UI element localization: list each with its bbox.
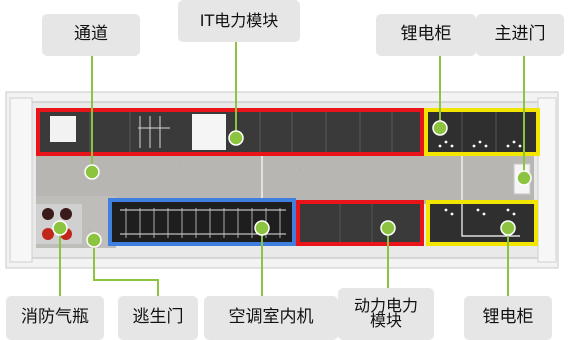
it-power-module-cabinets	[40, 112, 420, 152]
label-it-power-module: IT电力模块	[178, 0, 300, 42]
label-fire-extinguisher: 消防气瓶	[6, 296, 104, 340]
dot-battery-top	[432, 120, 448, 136]
label-passage: 通道	[42, 14, 140, 56]
battery-cabinet-bottom-outline	[426, 200, 538, 246]
label-battery-cabinet-top-text: 锂电柜	[400, 24, 452, 45]
power-module-cabinets	[300, 204, 420, 242]
dot-main-door	[516, 170, 532, 186]
left-end-frame	[9, 97, 33, 263]
dot-escape	[86, 232, 102, 248]
label-power-module: 动力电力 模块	[338, 288, 434, 340]
leader-escape	[93, 240, 159, 296]
label-battery-cabinet-top: 锂电柜	[376, 14, 476, 56]
power-module-outline	[296, 200, 424, 246]
label-battery-cabinet-bottom-text: 锂电柜	[482, 307, 534, 328]
leader-lines	[59, 42, 525, 296]
label-escape-door-text: 逃生门	[132, 307, 184, 328]
label-power-module-line1: 动力电力	[353, 296, 418, 316]
passage-floor	[36, 152, 534, 204]
battery-cabinet-top-outline	[424, 108, 540, 156]
dot-power-module	[380, 220, 396, 236]
dot-it-module	[228, 130, 244, 146]
right-end-frame	[537, 97, 557, 263]
it-power-module-outline	[36, 108, 424, 156]
label-passage-text: 通道	[74, 24, 108, 45]
label-fire-extinguisher-text: 消防气瓶	[21, 307, 89, 328]
label-it-power-module-text: IT电力模块	[199, 10, 279, 30]
ac-indoor-unit-outline	[108, 198, 296, 246]
label-main-door: 主进门	[476, 14, 564, 56]
marker-dots	[52, 120, 532, 248]
label-ac-indoor-unit: 空调室内机	[204, 296, 338, 340]
label-battery-cabinet-bottom: 锂电柜	[464, 296, 552, 340]
label-main-door-text: 主进门	[494, 24, 546, 45]
dot-extinguisher	[52, 220, 68, 236]
label-escape-door: 逃生门	[118, 296, 198, 340]
label-power-module-line2: 模块	[369, 311, 402, 330]
cable-run-2	[461, 152, 520, 237]
dot-battery-bottom	[500, 220, 516, 236]
dot-ac	[254, 220, 270, 236]
dot-passage	[84, 164, 100, 180]
label-ac-indoor-unit-text: 空调室内机	[228, 307, 314, 328]
